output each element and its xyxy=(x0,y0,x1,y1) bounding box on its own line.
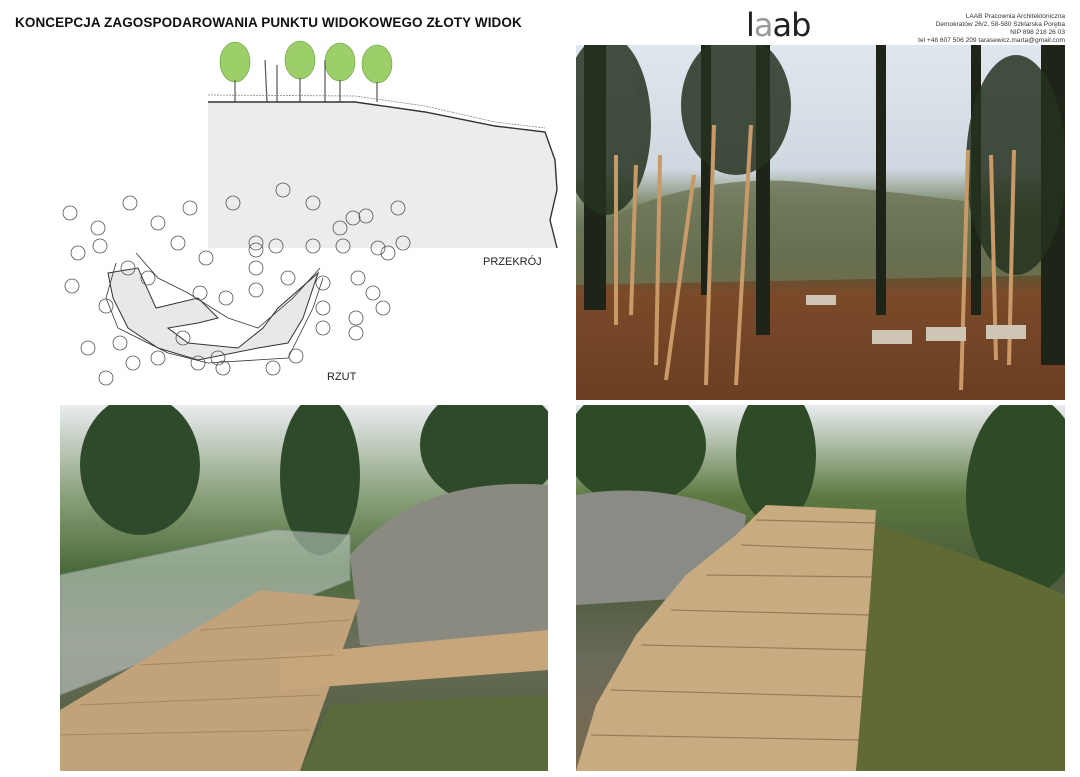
tree-symbol xyxy=(248,260,264,276)
tree-symbol xyxy=(390,200,406,216)
plan-label: RZUT xyxy=(327,371,357,383)
tree-symbol xyxy=(64,278,80,294)
tree-symbol xyxy=(305,195,321,211)
tree-symbol xyxy=(315,320,331,336)
forest-photo-art xyxy=(576,45,1065,391)
photo-boardwalk-glass-railing xyxy=(60,405,548,771)
tree-symbol xyxy=(380,245,396,261)
tree-symbol xyxy=(215,360,231,376)
tree-symbol xyxy=(80,340,96,356)
tree-symbol xyxy=(190,355,206,371)
contact-info: LAAB Pracownia Architektoniczna Demokrat… xyxy=(918,13,1065,45)
tree-symbol xyxy=(358,208,374,224)
tree-symbol xyxy=(122,195,138,211)
tree-symbol xyxy=(305,238,321,254)
tree-symbol xyxy=(265,360,281,376)
tree-symbol xyxy=(120,260,136,276)
tree-symbol xyxy=(248,282,264,298)
tree-symbol xyxy=(175,330,191,346)
tree-symbol xyxy=(140,270,156,286)
tree-symbol xyxy=(98,298,114,314)
tree-symbol xyxy=(182,200,198,216)
tree-symbol xyxy=(248,242,264,258)
section-label: PRZEKRÓJ xyxy=(483,256,542,268)
tree-symbol xyxy=(170,235,186,251)
tree-symbol xyxy=(218,290,234,306)
tree-symbol xyxy=(375,300,391,316)
tree-symbol xyxy=(248,235,264,251)
tree-symbol xyxy=(192,285,208,301)
tree-symbol xyxy=(275,182,291,198)
steps-photo-art xyxy=(576,405,1065,771)
photo-forest-viewpoint xyxy=(576,45,1065,400)
tree-symbol xyxy=(370,240,386,256)
tree-symbol xyxy=(210,350,226,366)
tree-symbol xyxy=(332,220,348,236)
tree-symbol xyxy=(92,238,108,254)
tree-symbol xyxy=(70,245,86,261)
tree-symbol xyxy=(150,350,166,366)
tree-symbol xyxy=(345,210,361,226)
tree-symbol xyxy=(335,238,351,254)
boardwalk-photo-art xyxy=(60,405,548,771)
photo-timber-steps xyxy=(576,405,1065,771)
contact-company: LAAB Pracownia Architektoniczna xyxy=(965,13,1065,20)
tree-symbol xyxy=(150,215,166,231)
tree-symbol xyxy=(112,335,128,351)
board-title: KONCEPCJA ZAGOSPODAROWANIA PUNKTU WIDOKO… xyxy=(15,15,522,30)
contact-phone-email: tel +48 607 506 209 tarasewicz.marta@gma… xyxy=(918,37,1065,44)
tree-symbol xyxy=(198,250,214,266)
tree-symbol xyxy=(90,220,106,236)
section-drawing xyxy=(207,40,558,249)
contact-address: Demokratów 26/2, 58-580 Szklarska Poręba xyxy=(935,21,1065,28)
section-trees xyxy=(219,40,393,84)
tree-symbol xyxy=(315,275,331,291)
tree-symbol xyxy=(395,235,411,251)
tree-symbol xyxy=(288,348,304,364)
tree-symbol xyxy=(98,370,114,386)
tree-symbol xyxy=(125,355,141,371)
tree-symbol xyxy=(268,238,284,254)
tree-symbol xyxy=(280,270,296,286)
contact-nip: NIP 898 218 26 03 xyxy=(1010,29,1065,36)
tree-symbol xyxy=(350,270,366,286)
laab-logo: laab xyxy=(746,6,811,44)
tree-symbol xyxy=(348,310,364,326)
tree-symbol xyxy=(225,195,241,211)
tree-symbol xyxy=(315,300,331,316)
tree-symbol xyxy=(348,325,364,341)
tree-symbol xyxy=(365,285,381,301)
tree-symbol xyxy=(62,205,78,221)
plan-drawing xyxy=(62,182,411,386)
